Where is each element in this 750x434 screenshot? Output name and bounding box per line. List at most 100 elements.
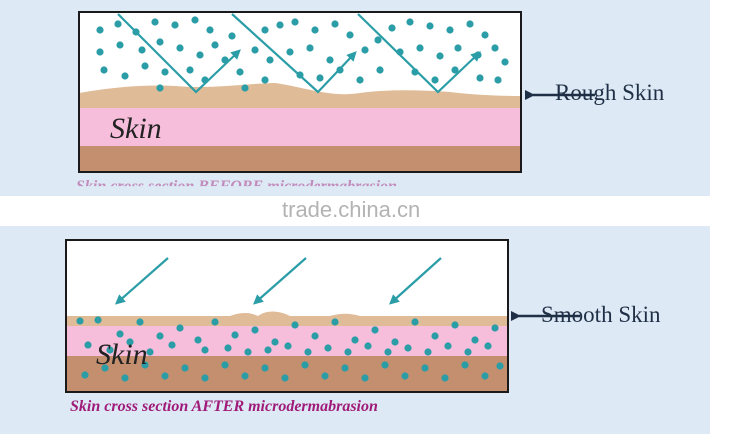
particle-dot xyxy=(151,18,158,25)
particle-dot xyxy=(404,344,411,351)
particle-dot xyxy=(244,348,251,355)
particle-dot xyxy=(331,318,338,325)
particle-dot xyxy=(224,344,231,351)
particle-dot xyxy=(501,58,508,65)
particle-dot xyxy=(436,52,443,59)
particle-dot xyxy=(481,372,488,379)
particle-dot xyxy=(356,76,363,83)
particle-dot xyxy=(306,44,313,51)
particle-dot xyxy=(431,76,438,83)
particle-dot xyxy=(194,336,201,343)
particle-dot xyxy=(431,332,438,339)
top-skin-label: Skin xyxy=(110,112,162,146)
particle-dot xyxy=(326,56,333,63)
particle-dot xyxy=(376,66,383,73)
particle-dot xyxy=(76,317,83,324)
particle-dot xyxy=(446,26,453,33)
particle-dot xyxy=(444,342,451,349)
particle-dot xyxy=(291,18,298,25)
particle-dot xyxy=(344,348,351,355)
particle-dot xyxy=(481,31,488,38)
particle-dot xyxy=(201,374,208,381)
particle-dot xyxy=(241,84,248,91)
particle-dot xyxy=(176,44,183,51)
particle-dot xyxy=(211,318,218,325)
particle-dot xyxy=(471,336,478,343)
particle-dot xyxy=(181,364,188,371)
particle-dot xyxy=(401,372,408,379)
particle-dot xyxy=(231,331,238,338)
particle-dot xyxy=(491,44,498,51)
particle-dot xyxy=(406,18,413,25)
particle-dot xyxy=(454,44,461,51)
particle-dot xyxy=(311,26,318,33)
particle-dot xyxy=(241,372,248,379)
particle-dot xyxy=(156,332,163,339)
particle-dot xyxy=(136,318,143,325)
particle-dot xyxy=(441,374,448,381)
particle-dot xyxy=(491,324,498,331)
particle-dot xyxy=(281,374,288,381)
particle-dot xyxy=(266,56,273,63)
particle-dot xyxy=(161,372,168,379)
particle-dot xyxy=(496,362,503,369)
particle-dot xyxy=(211,41,218,48)
particle-dot xyxy=(341,364,348,371)
particle-dot xyxy=(176,324,183,331)
particle-dot xyxy=(391,338,398,345)
particle-dot xyxy=(361,46,368,53)
watermark: trade.china.cn xyxy=(282,197,420,223)
particle-dot xyxy=(451,321,458,328)
particle-dot xyxy=(156,38,163,45)
particle-dot xyxy=(196,51,203,58)
particle-dot xyxy=(304,348,311,355)
particle-dot xyxy=(484,342,491,349)
particle-dot xyxy=(416,44,423,51)
particle-dot xyxy=(116,41,123,48)
particle-dot xyxy=(461,361,468,368)
particle-dot xyxy=(286,48,293,55)
particle-dot xyxy=(381,361,388,368)
particle-dot xyxy=(221,361,228,368)
particle-dot xyxy=(388,24,395,31)
particle-dot xyxy=(121,374,128,381)
particle-dot xyxy=(114,20,121,27)
skin-dermis-layer xyxy=(79,146,521,172)
particle-dot xyxy=(301,361,308,368)
particle-dot xyxy=(384,348,391,355)
rough-skin-label: Rough Skin xyxy=(555,80,664,106)
particle-dot xyxy=(261,76,268,83)
particle-dot xyxy=(251,326,258,333)
particle-dot xyxy=(171,21,178,28)
particle-dot xyxy=(361,374,368,381)
particle-dot xyxy=(251,46,258,53)
particle-dot xyxy=(351,336,358,343)
particle-dot xyxy=(261,26,268,33)
top-panel xyxy=(79,12,595,172)
particle-dot xyxy=(276,21,283,28)
particle-dot xyxy=(364,342,371,349)
particle-dot xyxy=(331,20,338,27)
particle-dot xyxy=(96,48,103,55)
particle-dot xyxy=(321,372,328,379)
particle-dot xyxy=(228,32,235,39)
particle-dot xyxy=(494,76,501,83)
particle-dot xyxy=(316,74,323,81)
particle-dot xyxy=(371,326,378,333)
particle-dot xyxy=(116,330,123,337)
particle-dot xyxy=(426,22,433,29)
particle-dot xyxy=(466,20,473,27)
particle-dot xyxy=(421,364,428,371)
particle-dot xyxy=(424,348,431,355)
particle-dot xyxy=(206,26,213,33)
particle-dot xyxy=(346,31,353,38)
particle-dot xyxy=(186,66,193,73)
particle-dot xyxy=(96,26,103,33)
after-caption: Skin cross section AFTER microdermabrasi… xyxy=(70,398,378,416)
particle-dot xyxy=(156,84,163,91)
particle-dot xyxy=(264,346,271,353)
particle-dot xyxy=(236,68,243,75)
particle-dot xyxy=(138,46,145,53)
particle-dot xyxy=(168,341,175,348)
particle-dot xyxy=(311,332,318,339)
